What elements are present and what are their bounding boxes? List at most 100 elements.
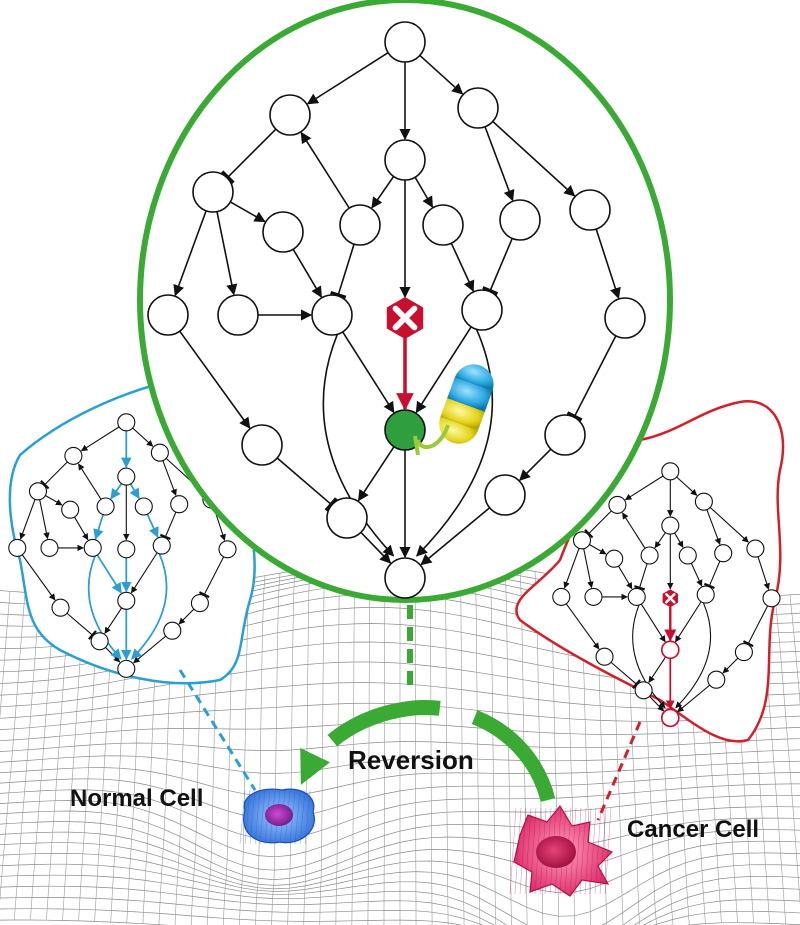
network-node: [544, 414, 586, 456]
network-node: [61, 500, 80, 519]
network-node: [569, 189, 611, 231]
drug-capsule-icon: [439, 364, 494, 444]
network-edge: [104, 607, 123, 634]
network-edge: [40, 461, 68, 490]
landscape-gridline: [774, 595, 800, 906]
network-node: [8, 538, 27, 557]
network-node: [384, 557, 426, 599]
network-node: [605, 549, 624, 568]
network-node: [192, 171, 234, 213]
network-edge: [87, 555, 122, 660]
network-edge: [80, 426, 120, 452]
landscape-gridline: [504, 566, 512, 925]
network-node: [241, 424, 283, 466]
network-node: [147, 294, 189, 336]
network-node: [661, 516, 680, 535]
network-node: [217, 294, 259, 336]
landscape-gridline: [489, 564, 497, 925]
network-node: [96, 497, 115, 516]
network-edge: [371, 175, 395, 209]
network-edge: [722, 657, 739, 674]
network-edge: [703, 560, 721, 590]
network-node: [660, 708, 680, 728]
landscape-gridline: [474, 563, 481, 925]
network-edge: [742, 605, 769, 648]
network-edge: [300, 131, 350, 209]
network-edge: [563, 548, 580, 589]
network-edge: [484, 126, 515, 202]
landscape-gridline: [271, 573, 281, 925]
network-node: [190, 594, 209, 613]
treated-gene-network: [147, 21, 646, 599]
network-node: [595, 647, 614, 666]
network-edge: [482, 238, 513, 296]
network-node: [28, 482, 48, 501]
network-node: [627, 587, 646, 606]
network-edge: [178, 608, 195, 625]
network-node: [608, 495, 627, 514]
network-edge: [677, 684, 711, 713]
network-node: [64, 446, 83, 465]
network-edge: [129, 483, 140, 500]
network-edge: [589, 544, 607, 555]
landscape-gridline: [319, 566, 326, 925]
network-edge: [584, 510, 612, 539]
network-edge: [130, 553, 168, 660]
network-edge: [419, 54, 464, 95]
network-edge: [566, 335, 617, 422]
network-node: [117, 413, 136, 432]
landscape-gridline: [0, 919, 800, 925]
landscape-gridline: [383, 560, 386, 925]
network-node: [384, 21, 426, 63]
x-icon: [392, 305, 418, 331]
network-edge: [414, 176, 434, 208]
cancer-cell-label: Cancer Cell: [627, 816, 760, 843]
landscape-gridline: [789, 594, 800, 707]
network-edge: [66, 612, 97, 640]
network-edge: [492, 120, 576, 197]
network-edge: [221, 128, 277, 184]
normal-connector-dashed: [178, 669, 257, 791]
network-node: [311, 294, 353, 336]
network-node: [218, 540, 237, 559]
network-node: [694, 492, 713, 511]
network-edge: [565, 603, 600, 650]
cancer-gene-network: [552, 462, 781, 728]
normal-cell-label: Normal Cell: [70, 785, 204, 812]
network-edge: [674, 601, 702, 643]
x-icon: [665, 593, 676, 604]
network-edge: [39, 499, 50, 540]
reversion-label: Reversion: [348, 745, 474, 775]
network-node: [661, 462, 680, 481]
network-edge: [78, 463, 102, 500]
network-edge: [110, 483, 123, 500]
network-node: [152, 536, 171, 555]
network-edge: [292, 248, 323, 298]
network-node: [90, 632, 109, 651]
network-edge: [633, 563, 648, 591]
landscape-gridline: [255, 575, 266, 925]
network-edge: [640, 603, 666, 643]
network-edge: [610, 661, 641, 689]
network-edge: [676, 476, 698, 496]
network-node: [150, 443, 169, 462]
network-edge: [519, 448, 552, 481]
network-edge: [622, 512, 646, 549]
network-node: [326, 497, 368, 539]
cancer-connector-dashed: [596, 721, 642, 821]
landscape-gridline: [0, 592, 26, 902]
network-edge: [21, 554, 56, 601]
network-node: [457, 87, 499, 129]
network-edge: [757, 556, 770, 590]
drug-binding-icon: [416, 424, 450, 450]
network-edge: [360, 531, 392, 564]
network-edge: [420, 507, 491, 566]
cancer-network-boundary: [515, 400, 785, 743]
network-edge: [618, 565, 633, 590]
network-node: [170, 495, 189, 514]
network-edge: [690, 562, 703, 587]
network-edge: [654, 532, 666, 549]
network-node: [640, 546, 659, 565]
cancer-cell: [509, 804, 614, 897]
